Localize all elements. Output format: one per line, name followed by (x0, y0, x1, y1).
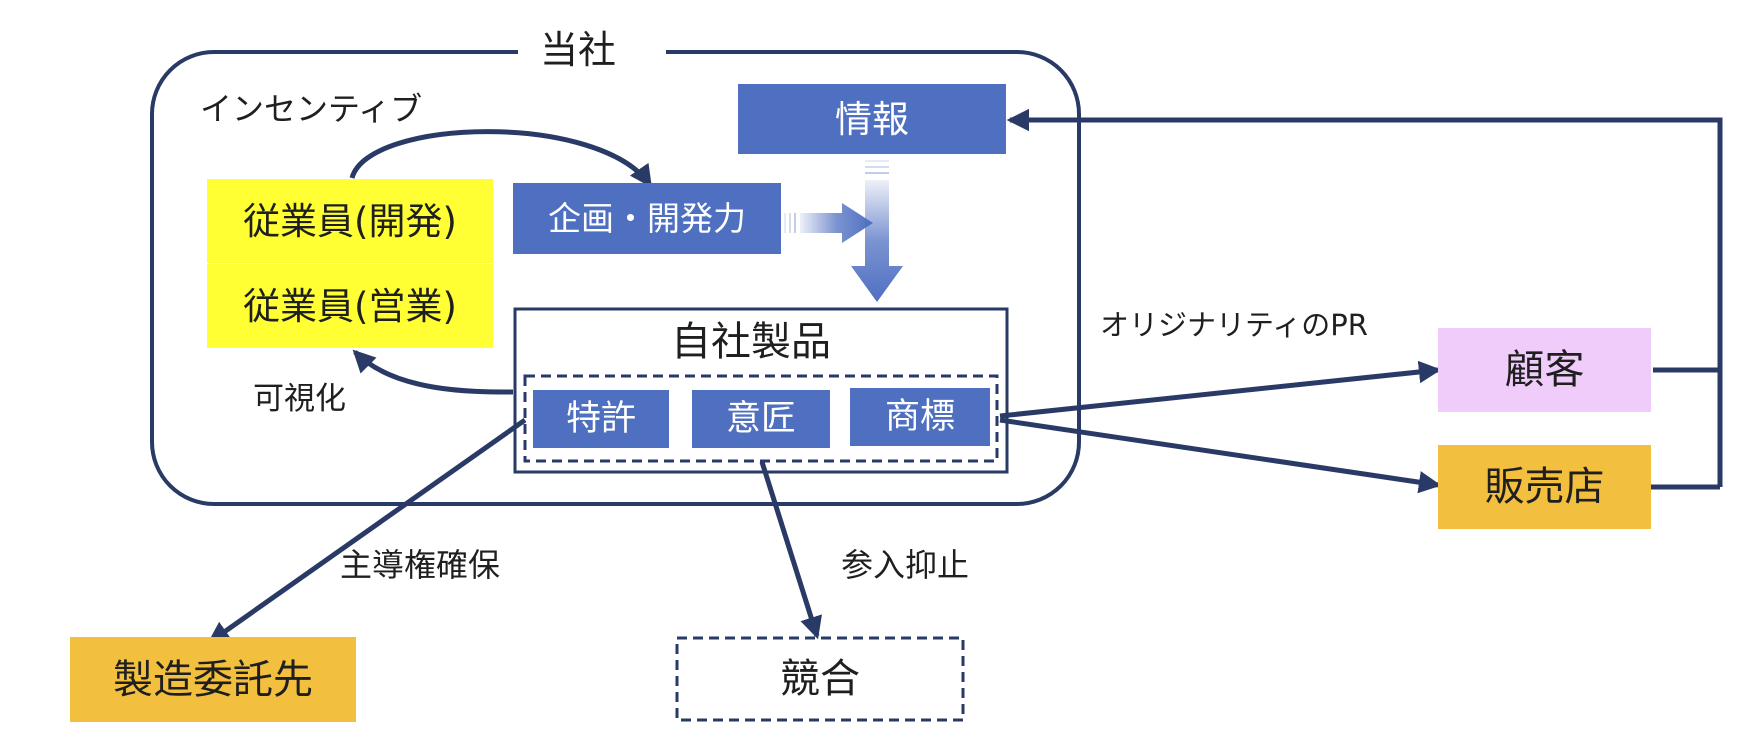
product-title: 自社製品 (671, 319, 831, 365)
pr-label: オリジナリティのPR (1100, 308, 1368, 342)
info-box: 情報 (738, 84, 1006, 154)
leadership-label: 主導権確保 (340, 546, 501, 584)
retailer-box: 販売店 (1438, 445, 1651, 529)
ip-patent-box: 特許 (533, 390, 669, 448)
info-flow-arrow (851, 160, 903, 302)
pr-arrow-customer (999, 360, 1442, 419)
incentive-arrow (349, 129, 653, 188)
ip-group-dashed (523, 374, 999, 463)
contractor-box: 製造委託先 (70, 637, 356, 722)
ip-trademark-box: 商標 (850, 388, 990, 446)
leadership-arrow (207, 417, 527, 645)
visualize-label: 可視化 (253, 381, 346, 417)
deterrence-arrow (759, 461, 822, 640)
incentive-label: インセンティブ (200, 90, 423, 128)
deterrence-label: 参入抑止 (841, 546, 970, 584)
company-title: 当社 (540, 28, 617, 72)
employee-dev-box: 従業員(開発) (207, 179, 493, 263)
planning-flow-arrow (784, 203, 873, 243)
employee-sales-box: 従業員(営業) (207, 264, 493, 348)
competitor-label: 競合 (780, 656, 860, 702)
company-title-gap (518, 38, 666, 68)
visualize-arrow (352, 349, 514, 395)
competitor-box (675, 636, 965, 722)
customer-box: 顧客 (1438, 328, 1651, 412)
planning-box: 企画・開発力 (513, 183, 781, 254)
feedback-arrow-info (1006, 108, 1723, 487)
pr-arrow-retailer (999, 417, 1442, 494)
ip-design-box: 意匠 (692, 390, 830, 448)
